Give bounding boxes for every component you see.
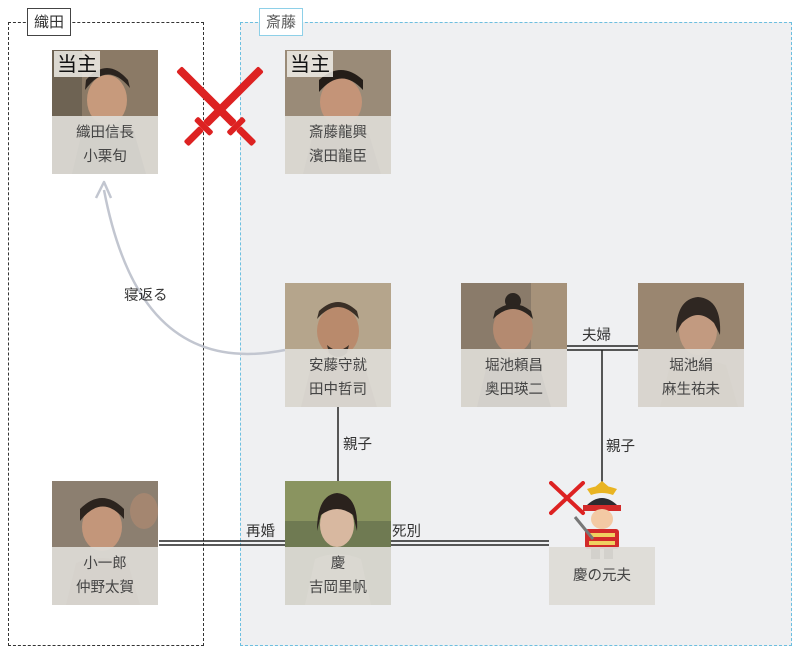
- role-name: 斎藤龍興: [309, 125, 367, 141]
- crossed-swords-icon: [176, 66, 264, 146]
- person-card-koichiro[interactable]: 小一郎 仲野太賀: [52, 481, 158, 605]
- nameplate: 斎藤龍興 濱田龍臣: [285, 116, 391, 174]
- actor-name: 小栗旬: [83, 149, 127, 165]
- label-bereavement: 死別: [392, 524, 421, 540]
- role-name: 慶の元夫: [573, 568, 631, 584]
- label-married-couple: 夫婦: [582, 328, 611, 344]
- role-name: 小一郎: [83, 556, 127, 572]
- betrayal-arrow: [102, 189, 286, 356]
- label-parent-child-left: 親子: [343, 437, 372, 453]
- person-card-yorimasa[interactable]: 堀池頼昌 奥田瑛二: [461, 283, 567, 407]
- label-betrayal: 寝返る: [124, 288, 168, 304]
- actor-name: 奥田瑛二: [485, 382, 543, 398]
- actor-name: 濱田龍臣: [309, 149, 367, 165]
- person-card-morinari[interactable]: 安藤守就 田中哲司: [285, 283, 391, 407]
- nameplate: 小一郎 仲野太賀: [52, 547, 158, 605]
- group-oda: [8, 22, 204, 646]
- deceased-cross-icon: [549, 481, 585, 515]
- role-name: 慶: [330, 556, 346, 572]
- role-name: 堀池絹: [669, 358, 713, 374]
- nameplate: 慶の元夫: [549, 547, 655, 605]
- nameplate: 堀池頼昌 奥田瑛二: [461, 349, 567, 407]
- betrayal-arrowhead: [94, 180, 113, 199]
- head-of-house-badge: 当主: [287, 51, 333, 77]
- role-name: 織田信長: [76, 125, 134, 141]
- role-name: 安藤守就: [309, 358, 367, 374]
- role-name: 堀池頼昌: [485, 358, 543, 374]
- person-card-tatsuoki[interactable]: 当主 斎藤龍興 濱田龍臣: [285, 50, 391, 174]
- nameplate: 慶 吉岡里帆: [285, 547, 391, 605]
- nameplate: 安藤守就 田中哲司: [285, 349, 391, 407]
- head-of-house-badge: 当主: [54, 51, 100, 77]
- label-remarriage: 再婚: [246, 524, 275, 540]
- actor-name: 田中哲司: [309, 382, 367, 398]
- nameplate: 織田信長 小栗旬: [52, 116, 158, 174]
- person-card-nobunaga[interactable]: 当主 織田信長 小栗旬: [52, 50, 158, 174]
- person-card-kei[interactable]: 慶 吉岡里帆: [285, 481, 391, 605]
- label-parent-child-right: 親子: [606, 439, 635, 455]
- actor-name: 麻生祐未: [662, 382, 720, 398]
- group-label-oda: 織田: [27, 8, 72, 36]
- nameplate: 堀池絹 麻生祐未: [638, 349, 744, 407]
- group-label-saito: 斎藤: [259, 8, 304, 36]
- actor-name: 吉岡里帆: [309, 580, 367, 596]
- person-card-ex-husband[interactable]: 慶の元夫: [549, 481, 655, 605]
- person-card-kinu[interactable]: 堀池絹 麻生祐未: [638, 283, 744, 407]
- actor-name: 仲野太賀: [76, 580, 134, 596]
